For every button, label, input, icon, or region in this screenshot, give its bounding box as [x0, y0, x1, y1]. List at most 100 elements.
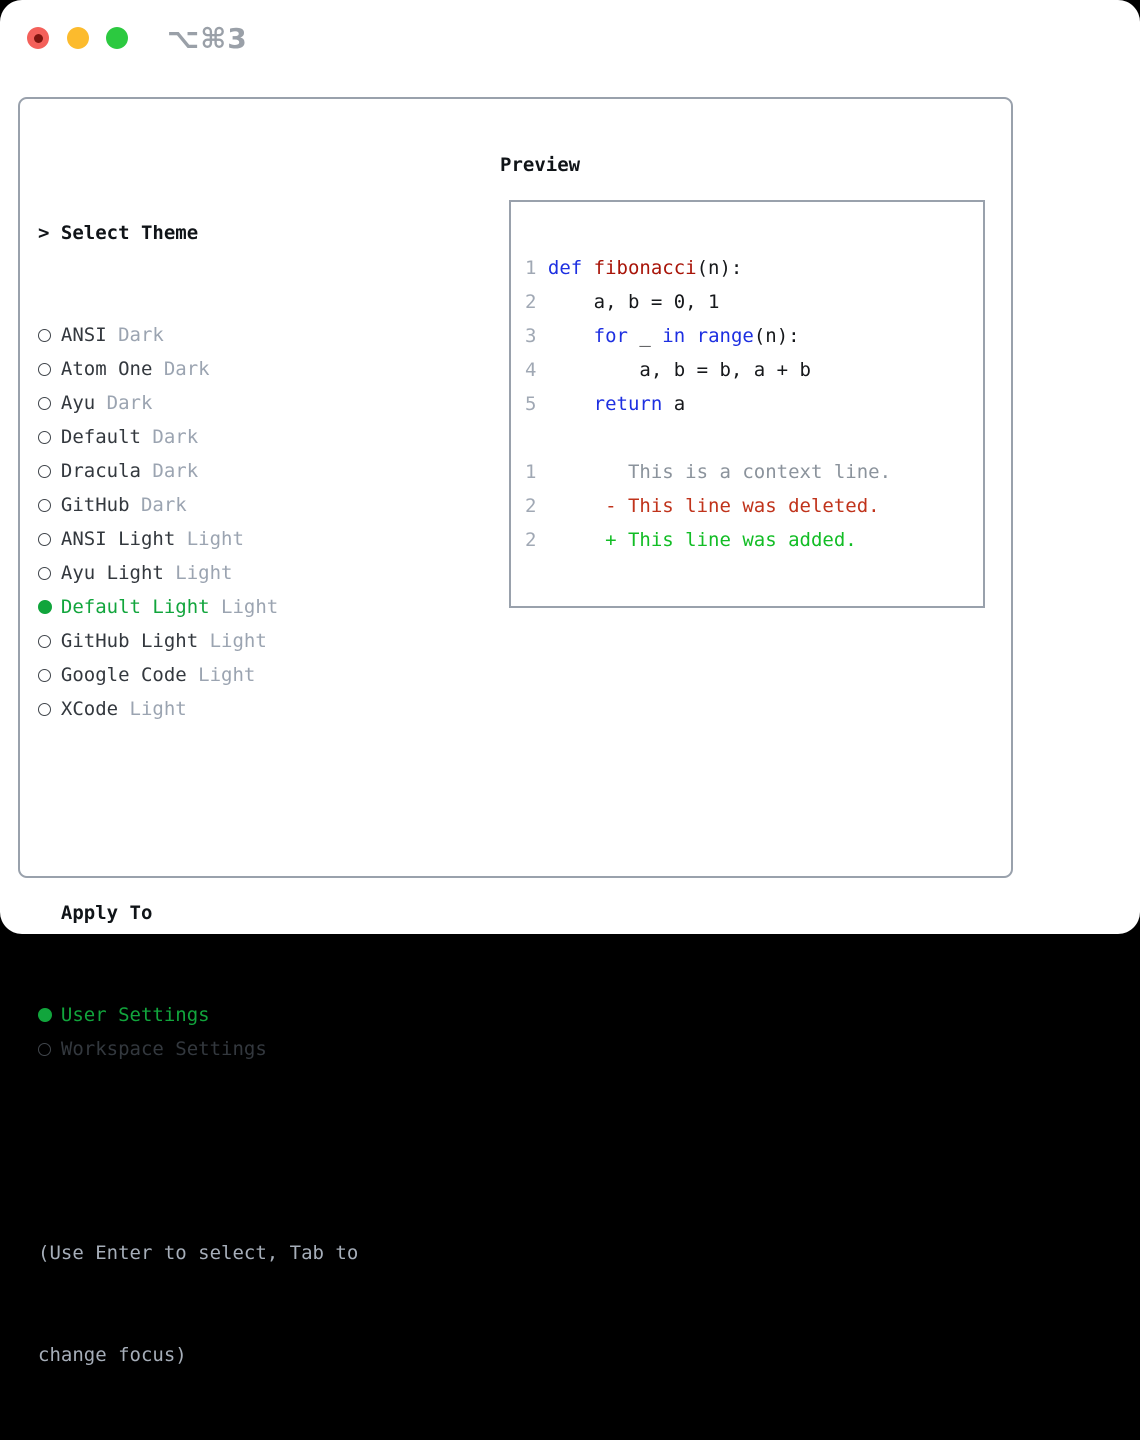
indent — [548, 393, 594, 415]
theme-item[interactable]: Ayu Dark — [38, 386, 358, 420]
hint-line-1: (Use Enter to select, Tab to — [38, 1242, 359, 1264]
theme-item[interactable]: GitHub Dark — [38, 488, 358, 522]
theme-item[interactable]: Ayu Light Light — [38, 556, 358, 590]
diff-prefix: - — [605, 495, 617, 517]
code-token: return — [593, 393, 674, 415]
spacer — [38, 1134, 358, 1168]
code-line: 2 a, b = 0, 1 — [525, 285, 891, 319]
close-button[interactable] — [27, 27, 49, 49]
theme-variant: Dark — [152, 358, 210, 380]
hint-line-2: change focus) — [38, 1344, 187, 1366]
line-number: 2 — [525, 495, 537, 517]
code-token: (n): — [753, 325, 800, 347]
code-token: _ — [639, 325, 663, 347]
apply-to-option[interactable]: Workspace Settings — [38, 1032, 358, 1066]
theme-name: Ayu Light — [60, 562, 164, 584]
theme-name: GitHub — [60, 494, 130, 516]
code-token: a — [673, 393, 686, 415]
line-number: 4 — [525, 359, 537, 381]
code-line: 3 for _ in range(n): — [525, 319, 891, 353]
diff-line: 2 + This line was added. — [525, 523, 891, 557]
diff-line: 1 This is a context line. — [525, 455, 891, 489]
theme-item[interactable]: Google Code Light — [38, 658, 358, 692]
radio-icon — [38, 522, 61, 556]
theme-variant: Dark — [106, 324, 164, 346]
line-number: 1 — [525, 461, 537, 483]
radio-icon — [38, 556, 61, 590]
theme-item[interactable]: GitHub Light Light — [38, 624, 358, 658]
theme-variant: Light — [175, 528, 244, 550]
theme-variant: Light — [163, 562, 233, 584]
diff-prefix — [605, 455, 628, 489]
theme-variant: Dark — [140, 460, 199, 482]
theme-name: XCode — [60, 698, 119, 720]
theme-variant: Light — [118, 698, 187, 720]
code-token: for — [593, 325, 640, 347]
code-token: (n): — [696, 257, 743, 279]
apply-to-option[interactable]: User Settings — [38, 998, 358, 1032]
theme-name: Dracula — [60, 460, 141, 482]
theme-item[interactable]: ANSI Dark — [38, 318, 358, 352]
apply-to-label: Workspace Settings — [60, 1038, 267, 1060]
apply-to-title: Apply To — [60, 902, 153, 924]
selected-radio-icon — [38, 590, 61, 624]
theme-item[interactable]: Dracula Dark — [38, 454, 358, 488]
theme-name: ANSI — [60, 324, 107, 346]
radio-icon — [38, 658, 61, 692]
code-line: 5 return a — [525, 387, 891, 421]
title-bar: ⌥⌘3 — [0, 0, 1140, 76]
radio-icon — [38, 692, 61, 726]
line-number: 2 — [525, 291, 537, 313]
preview-title: Preview — [500, 154, 581, 176]
code-token: a, b = b, a + b — [639, 359, 811, 381]
radio-icon — [38, 488, 61, 522]
radio-icon — [38, 318, 61, 352]
theme-item[interactable]: Atom One Dark — [38, 352, 358, 386]
diff-text: This is a context line. — [627, 461, 892, 483]
theme-variant: Dark — [95, 392, 153, 414]
indent — [548, 325, 594, 347]
theme-name: GitHub Light — [60, 630, 199, 652]
theme-variant: Light — [198, 630, 267, 652]
radio-icon — [38, 420, 61, 454]
theme-variant: Dark — [140, 426, 199, 448]
line-number: 2 — [525, 529, 537, 551]
theme-item[interactable]: XCode Light — [38, 692, 358, 726]
theme-variant: Light — [209, 596, 279, 618]
theme-name: Atom One — [60, 358, 153, 380]
spacer — [525, 421, 891, 455]
radio-icon — [38, 386, 61, 420]
radio-icon — [38, 454, 61, 488]
line-number: 1 — [525, 257, 537, 279]
radio-icon — [38, 624, 61, 658]
apply-to-label: User Settings — [60, 1004, 210, 1026]
zoom-button[interactable] — [106, 27, 128, 49]
select-theme-title: >Select Theme — [38, 216, 358, 250]
diff-text: This line was added. — [627, 529, 857, 551]
minimize-button[interactable] — [67, 27, 89, 49]
code-line: 4 a, b = b, a + b — [525, 353, 891, 387]
keyboard-shortcut-label: ⌥⌘3 — [167, 22, 248, 55]
theme-variant: Light — [186, 664, 256, 686]
code-token: a, b = 0, 1 — [593, 291, 720, 313]
line-number: 5 — [525, 393, 537, 415]
theme-item[interactable]: ANSI Light Light — [38, 522, 358, 556]
theme-name: ANSI Light — [60, 528, 176, 550]
theme-name: Ayu — [60, 392, 96, 414]
diff-line: 2 -This line was deleted. — [525, 489, 891, 523]
radio-icon — [38, 1032, 61, 1066]
selected-radio-icon — [38, 998, 61, 1032]
theme-item[interactable]: Default Dark — [38, 420, 358, 454]
theme-item[interactable]: Default Light Light — [38, 590, 358, 624]
indent — [548, 359, 640, 381]
radio-icon — [38, 352, 61, 386]
diff-prefix: + — [605, 529, 617, 551]
diff-text: This line was deleted. — [627, 495, 880, 517]
indent — [548, 291, 594, 313]
